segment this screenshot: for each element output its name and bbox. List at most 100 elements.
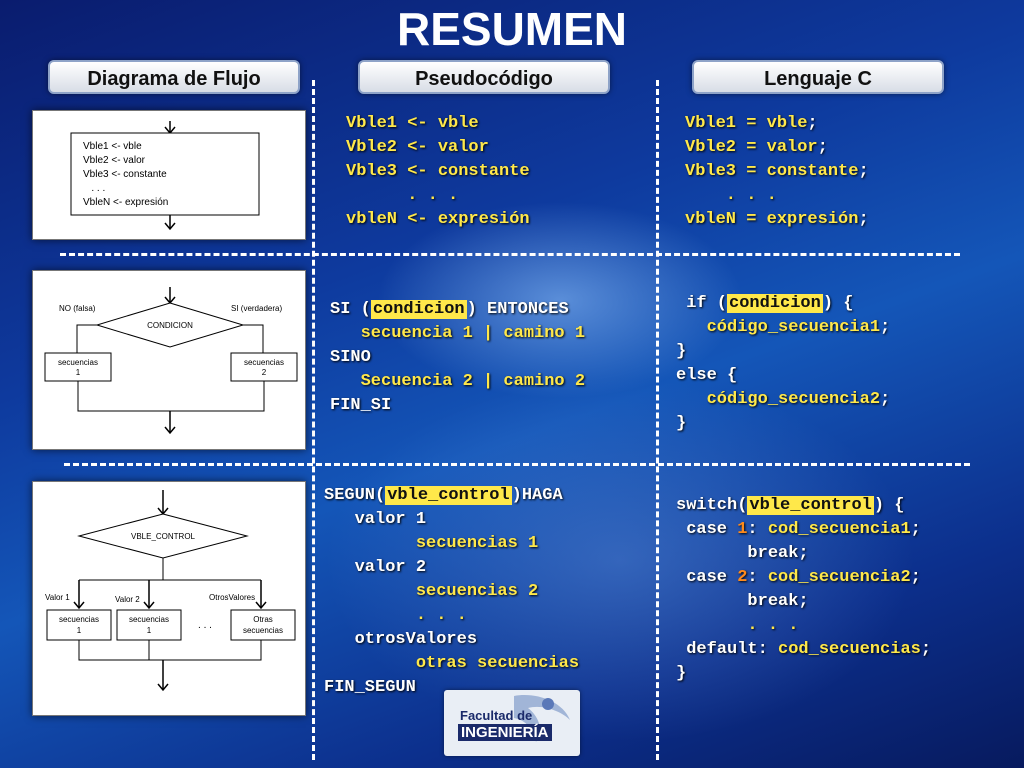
c1-line3: Vble3 = constante [685,162,859,181]
page-title: RESUMEN [396,3,628,55]
c3-cod2: cod_secuencia2 [767,568,911,587]
pseudo3-seq3: otras secuencias [324,654,580,673]
pseudo1-line1: Vble1 <- vble [346,114,479,133]
pseudo2-sino: SINO [330,348,371,367]
c3-semicolon-3: ; [910,568,921,587]
c2-semicolon-2: ; [880,390,891,409]
flow3-box2-line1: secuencias [129,615,169,624]
pseudo3-seq2: secuencias 2 [324,582,539,601]
c3-semicolon-4: ; [798,592,809,611]
pseudo2-condition: condicion [370,300,467,319]
c1-semicolon-3: ; [858,162,869,181]
row-divider-bottom [64,463,970,466]
flow1-line5: VbleN <- expresión [83,197,168,208]
c3-case1: case [676,520,738,539]
c1-semicolon-5: ; [858,210,869,229]
pseudo1-line4: . . . [346,186,459,205]
c3-cods: cod_secuencias [778,640,921,659]
flow1-line3: Vble3 <- constante [83,169,167,180]
flow3-box3-line2: secuencias [243,626,283,635]
pseudo-assignment: Vble1 <- vble Vble2 <- valor Vble3 <- co… [346,112,530,232]
pseudo2-seq2: Secuencia 2 | camino 2 [330,372,586,391]
c1-line5: vbleN = expresión [685,210,859,229]
flow3-box1-line1: secuencias [59,615,99,624]
flow2-condition: CONDICION [147,321,193,330]
pseudo1-line5: vbleN <- expresión [346,210,530,229]
flow3-dots: . . . [198,620,212,631]
flow3-box1-line2: 1 [77,626,82,635]
pseudo3-haga: )HAGA [511,486,563,505]
c2-condition: condicion [727,294,823,313]
pseudo-conditional: SI (condicion) ENTONCES secuencia 1 | ca… [330,298,585,418]
pseudo3-valor1: valor 1 [324,510,427,529]
flow2-si-label: SI (verdadera) [231,304,282,313]
c3-case2-num: 2 [737,568,748,587]
c3-close: } [676,664,687,683]
header-diagrama-de-flujo[interactable]: Diagrama de Flujo [48,60,300,94]
header-pseudocodigo[interactable]: Pseudocódigo [358,60,610,94]
c2-code1: código_secuencia1 [676,318,881,337]
pseudo2-finsi: FIN_SI [330,396,392,415]
flow3-condition: VBLE_CONTROL [131,532,196,541]
column-divider-left [312,80,315,760]
flow2-no-label: NO (falsa) [59,304,96,313]
c1-line2: Vble2 = valor [685,138,818,157]
flow2-box1-line1: secuencias [58,358,98,367]
c3-var: vble_control [747,496,874,515]
flow3-valor2: Valor 2 [115,595,140,604]
flow3-box2-line2: 1 [147,626,152,635]
c2-brace: ) { [822,294,854,313]
pseudo3-dots: . . . [324,606,467,625]
c3-brace: ) { [873,496,905,515]
logo-line1: Facultad de [460,708,533,723]
c2-if: if ( [676,294,728,313]
c2-close1: } [676,342,687,361]
c3-default: default: [676,640,779,659]
c2-else: else { [676,366,738,385]
column-divider-right [656,80,659,760]
logo-line2: INGENIERÍA [458,724,552,741]
c3-break2: break [676,592,799,611]
c1-line4: . . . [685,186,777,205]
pseudo3-valor2: valor 2 [324,558,427,577]
flowchart-conditional: CONDICION NO (falsa) SI (verdadera) secu… [32,270,306,450]
c1-semicolon-2: ; [817,138,828,157]
faculty-logo: Facultad de INGENIERÍA [444,690,580,756]
flow2-box2-line1: secuencias [244,358,284,367]
c-conditional: if (condicion) { código_secuencia1; } el… [676,292,890,436]
c-assignment: Vble1 = vble; Vble2 = valor; Vble3 = con… [685,112,869,232]
pseudo3-fin: FIN_SEGUN [324,678,416,697]
flowchart-assignment: Vble1 <- vble Vble2 <- valor Vble3 <- co… [32,110,306,240]
flow1-line1: Vble1 <- vble [83,141,142,152]
c3-case2: case [676,568,738,587]
flow2-box2-line2: 2 [262,368,267,377]
c3-case1-num: 1 [737,520,748,539]
header-lenguaje-c[interactable]: Lenguaje C [692,60,944,94]
flowchart-switch: VBLE_CONTROL Valor 1 Valor 2 OtrosValore… [32,481,306,716]
pseudo2-seq1: secuencia 1 | camino 1 [330,324,586,343]
c3-colon-2: : [747,568,768,587]
c3-colon-1: : [747,520,768,539]
pseudo2-si: SI ( [330,300,371,319]
flow1-line4: . . . [83,183,105,194]
c3-break1: break [676,544,799,563]
c1-semicolon-1: ; [807,114,818,133]
pseudo2-entonces: ) ENTONCES [466,300,569,319]
c3-cod1: cod_secuencia1 [767,520,911,539]
c3-semicolon-2: ; [798,544,809,563]
flow3-otros: OtrosValores [209,593,255,602]
flow3-box3-line1: Otras [253,615,273,624]
c2-semicolon-1: ; [880,318,891,337]
c3-dots: . . . [676,616,799,635]
pseudo3-var: vble_control [385,486,512,505]
flow1-line2: Vble2 <- valor [83,155,146,166]
c3-semicolon-1: ; [910,520,921,539]
c-switch: switch(vble_control) { case 1: cod_secue… [676,494,931,686]
pseudo-switch: SEGUN(vble_control)HAGA valor 1 secuenci… [324,484,579,700]
pseudo3-segun: SEGUN( [324,486,386,505]
c2-code2: código_secuencia2 [676,390,881,409]
pseudo1-line2: Vble2 <- valor [346,138,489,157]
row-divider-top [60,253,960,256]
c1-line1: Vble1 = vble [685,114,808,133]
c3-switch: switch( [676,496,748,515]
